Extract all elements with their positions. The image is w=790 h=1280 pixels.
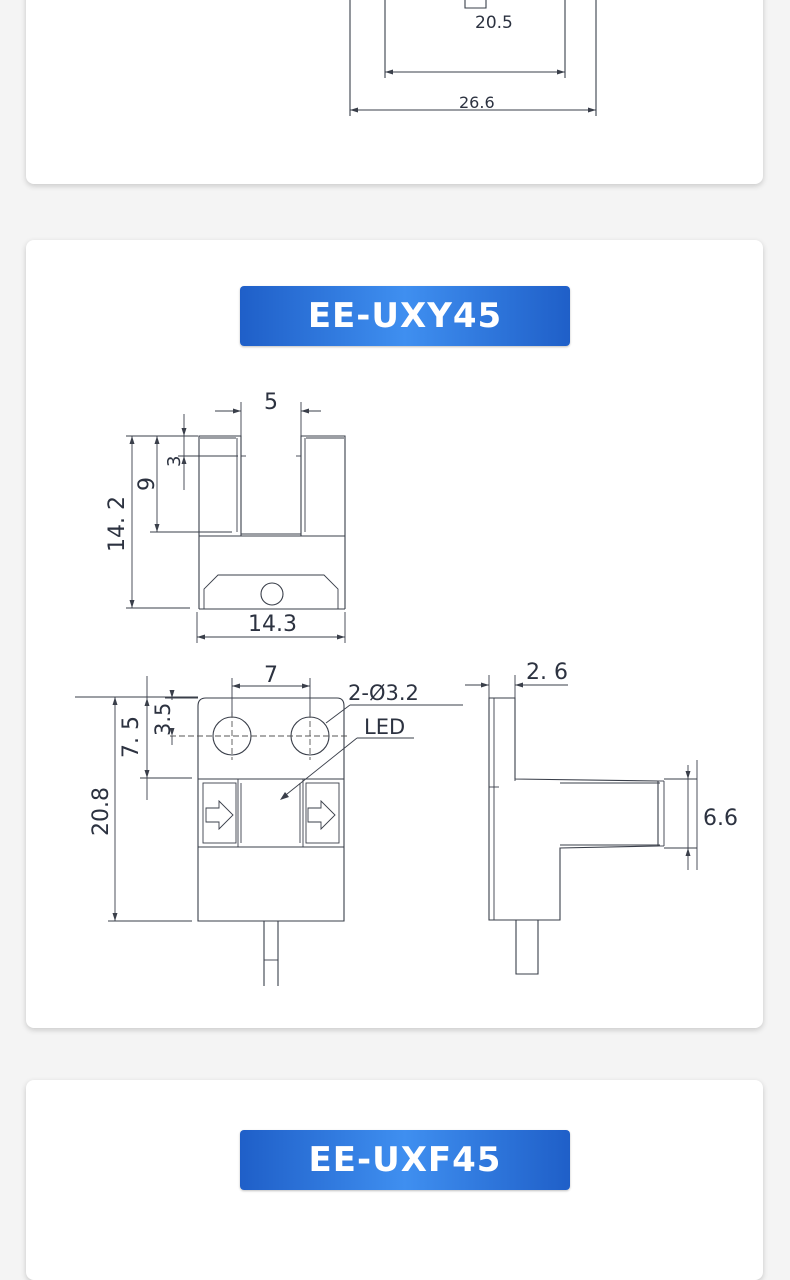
ee-uxy45-dimension-drawing: 5 3 9 14. 2 14.3 7 2-Ø3.2 LED 3.5 7. 5 2…: [75, 390, 738, 986]
dim-14-2: 14. 2: [105, 496, 130, 552]
drawing-card-ee-uxf45: EE-UXF45: [26, 1080, 763, 1280]
dim-5: 5: [264, 390, 278, 415]
dim-2-6: 2. 6: [526, 660, 568, 685]
dim-9: 9: [135, 477, 160, 491]
side-view: [465, 675, 698, 975]
dim-6-6: 6.6: [703, 806, 738, 831]
dim-7-5: 7. 5: [119, 716, 144, 758]
dim-14-3: 14.3: [248, 612, 297, 637]
dim-3-5: 3.5: [151, 703, 175, 736]
dim-hole-diameter: 2-Ø3.2: [348, 681, 419, 705]
model-title-banner: EE-UXF45: [240, 1130, 570, 1190]
drawing-card-ee-uxy45: EE-UXY45: [26, 240, 763, 1028]
previous-dimension-drawing: 20.5 26.6: [349, 0, 597, 116]
bottom-view: [75, 676, 463, 986]
dim-7: 7: [264, 663, 278, 688]
model-title-banner: EE-UXY45: [240, 286, 570, 346]
dim-26-6: 26.6: [459, 93, 495, 112]
dim-3: 3: [164, 456, 185, 467]
drawing-card-previous: 20.5 26.6: [26, 0, 763, 184]
front-view: [126, 402, 346, 643]
dim-20-5: 20.5: [475, 13, 513, 33]
dim-20-8: 20.8: [89, 787, 114, 836]
label-led: LED: [364, 715, 405, 739]
